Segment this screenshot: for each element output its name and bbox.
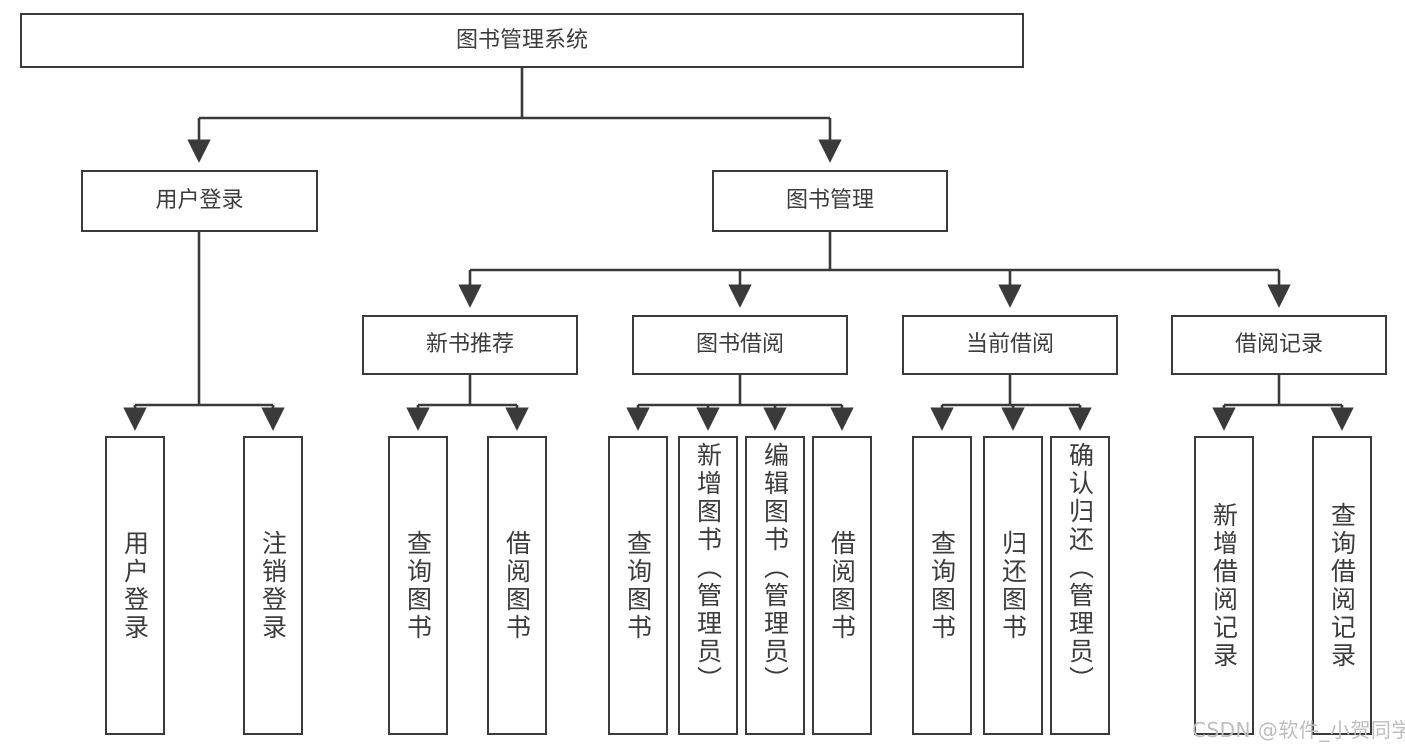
node-leaf-query-book-1[interactable]: 查询图书 — [388, 436, 448, 735]
node-leaf-query-book-1-label: 查询图书 — [403, 529, 433, 642]
node-leaf-query-book-3-label: 查询图书 — [927, 529, 957, 642]
node-book-borrow[interactable]: 图书借阅 — [632, 315, 848, 375]
node-leaf-add-book-admin-label: 新增图书（管理员） — [693, 442, 723, 694]
node-leaf-borrow-book-2[interactable]: 借阅图书 — [812, 436, 872, 735]
node-borrow-record[interactable]: 借阅记录 — [1171, 315, 1387, 375]
node-current-borrow[interactable]: 当前借阅 — [902, 315, 1118, 375]
node-new-book-recommend[interactable]: 新书推荐 — [362, 315, 578, 375]
node-leaf-query-book-3[interactable]: 查询图书 — [912, 436, 972, 735]
node-leaf-edit-book-admin-label: 编辑图书（管理员） — [760, 442, 790, 694]
node-leaf-add-book-admin[interactable]: 新增图书（管理员） — [678, 436, 738, 735]
node-leaf-query-borrow-record-label: 查询借阅记录 — [1327, 501, 1357, 670]
node-leaf-add-borrow-record[interactable]: 新增借阅记录 — [1194, 436, 1254, 735]
node-new-book-recommend-label: 新书推荐 — [425, 332, 514, 358]
node-leaf-logout-login-label: 注销登录 — [258, 529, 288, 642]
node-leaf-confirm-return-admin-label: 确认归还（管理员） — [1065, 442, 1095, 694]
node-leaf-query-borrow-record[interactable]: 查询借阅记录 — [1312, 436, 1372, 735]
node-leaf-logout-login[interactable]: 注销登录 — [243, 436, 303, 735]
node-leaf-edit-book-admin[interactable]: 编辑图书（管理员） — [745, 436, 805, 735]
node-leaf-return-book-label: 归还图书 — [998, 529, 1028, 642]
node-leaf-borrow-book-2-label: 借阅图书 — [827, 529, 857, 642]
node-leaf-user-login[interactable]: 用户登录 — [105, 436, 165, 735]
node-user-login-label: 用户登录 — [155, 188, 244, 214]
node-book-management-label: 图书管理 — [785, 188, 874, 214]
node-leaf-query-book-2[interactable]: 查询图书 — [608, 436, 668, 735]
node-borrow-record-label: 借阅记录 — [1234, 332, 1323, 358]
node-current-borrow-label: 当前借阅 — [965, 332, 1054, 358]
node-leaf-confirm-return-admin[interactable]: 确认归还（管理员） — [1050, 436, 1110, 735]
node-root[interactable]: 图书管理系统 — [20, 13, 1024, 68]
node-book-management[interactable]: 图书管理 — [712, 170, 948, 232]
node-root-label: 图书管理系统 — [455, 27, 588, 53]
node-leaf-user-login-label: 用户登录 — [120, 529, 150, 642]
node-leaf-add-borrow-record-label: 新增借阅记录 — [1209, 501, 1239, 670]
node-leaf-return-book[interactable]: 归还图书 — [983, 436, 1043, 735]
node-leaf-borrow-book-1-label: 借阅图书 — [502, 529, 532, 642]
node-user-login[interactable]: 用户登录 — [81, 170, 318, 232]
node-leaf-borrow-book-1[interactable]: 借阅图书 — [487, 436, 547, 735]
node-leaf-query-book-2-label: 查询图书 — [623, 529, 653, 642]
node-book-borrow-label: 图书借阅 — [695, 332, 784, 358]
